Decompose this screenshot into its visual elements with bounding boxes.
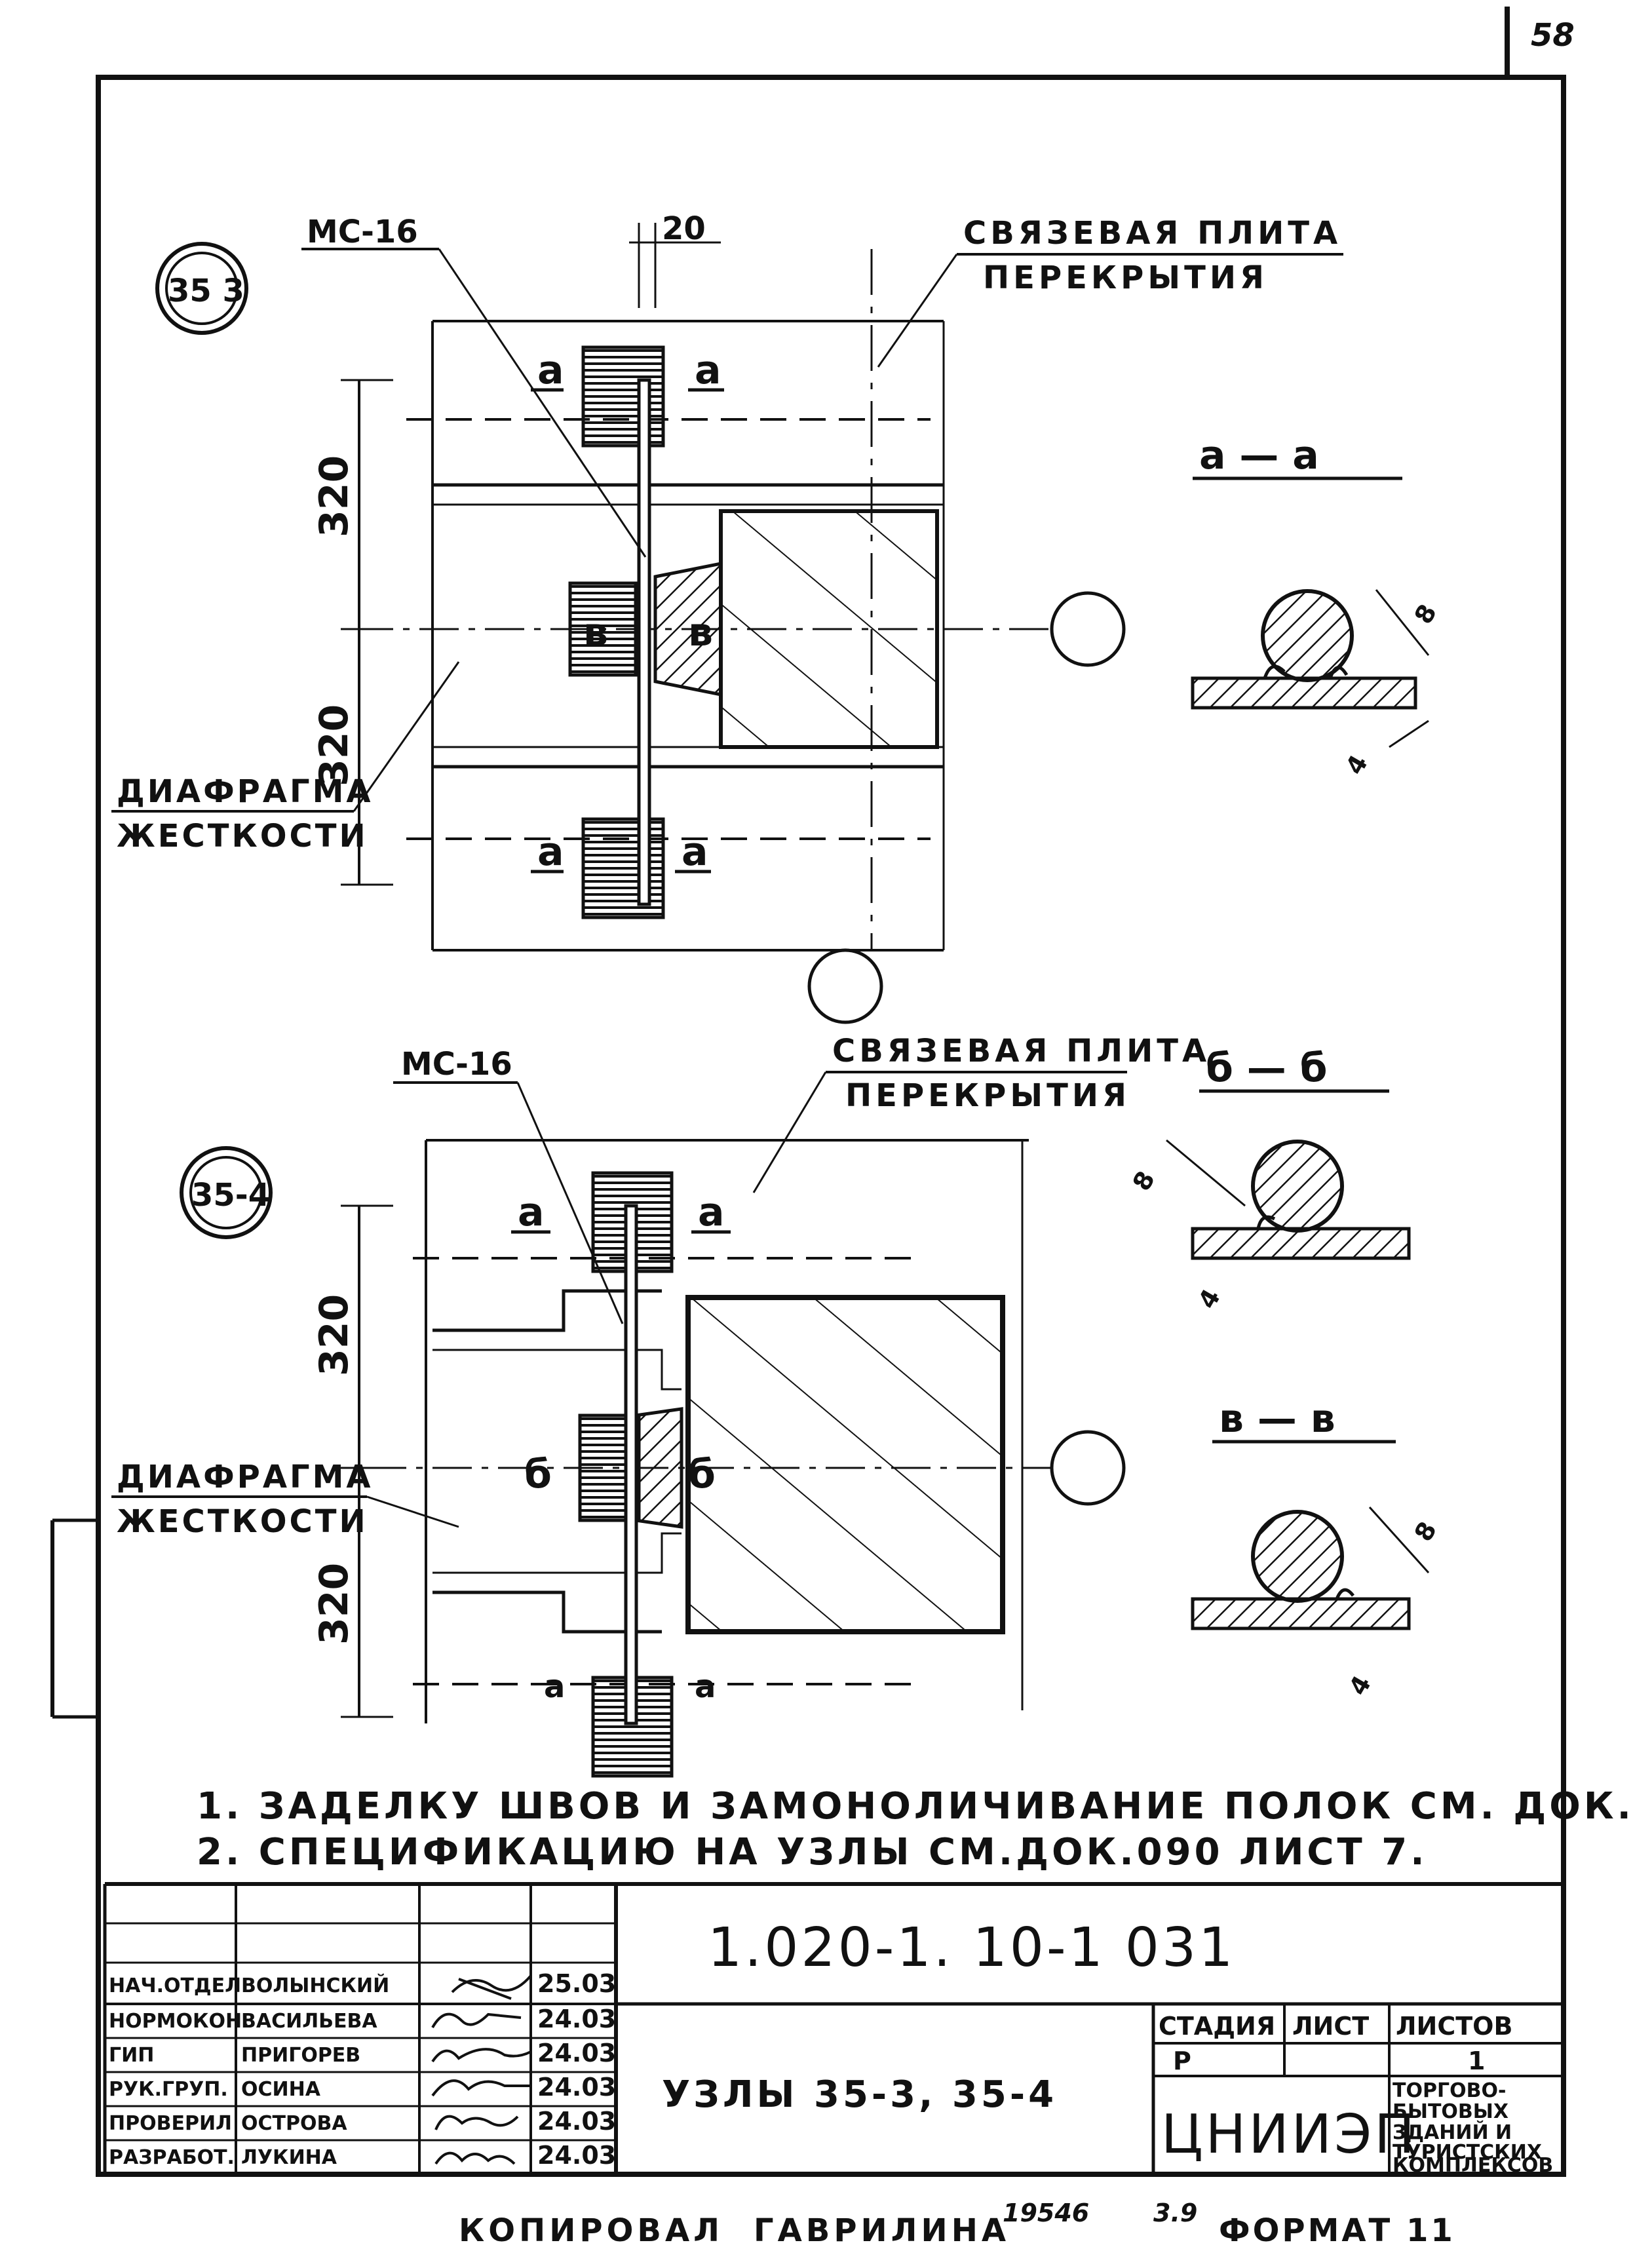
slab-label-bottom-1: СВЯЗЕВАЯ ПЛИТА [832, 1033, 1210, 1069]
sheet-title: УЗЛЫ 35-3, 35-4 [662, 2073, 1057, 2116]
dim-320-a: 320 [311, 455, 357, 537]
sheet-frame: 58 [50, 7, 1575, 2177]
cut-v-1: в [583, 609, 608, 655]
footer-num2: 3.9 [1153, 2199, 1197, 2227]
footer: КОПИРОВАЛ ГАВРИЛИНА 19546 3.9 ФОРМАТ 11 [459, 2199, 1455, 2249]
stamp-date: 24.03 [537, 2005, 616, 2033]
note-2: 2. СПЕЦИФИКАЦИЮ НА УЗЛЫ СМ.ДОК.090 ЛИСТ … [197, 1831, 1427, 1874]
section-vv-title: в — в [1219, 1396, 1335, 1442]
note-1: 1. ЗАДЕЛКУ ШВОВ И ЗАМОНОЛИЧИВАНИЕ ПОЛОК … [197, 1785, 1633, 1828]
stamp-name: ОСИНА [241, 2078, 321, 2101]
signature [431, 2012, 522, 2029]
plate-t-aa: 4 [1340, 750, 1374, 780]
slab-label-top-1: СВЯЗЕВАЯ ПЛИТА [963, 215, 1341, 252]
org-subtitle-3: ЗДАНИЙ И [1393, 2121, 1512, 2144]
cut-a-1: а [537, 347, 564, 393]
stamp-row: ГИП ПРИГОРЕВ 24.03 [109, 2039, 616, 2067]
stamp-date: 25.03 [537, 1969, 616, 1998]
section-a-a: а — а 8 4 [1191, 432, 1442, 780]
stamp-row: РАЗРАБОТ. ЛУКИНА 24.03 [109, 2141, 616, 2170]
dim-320-b: 320 [311, 704, 357, 786]
weld-leg-vv: 8 [1409, 1517, 1442, 1547]
stamp-name: ОСТРОВА [241, 2112, 347, 2135]
stamp-row: РУК.ГРУП. ОСИНА 24.03 [109, 2073, 616, 2102]
stamp-role: НАЧ.ОТДЕЛ [109, 1974, 241, 1997]
cut-a-3: а [537, 829, 564, 875]
org-subtitle-4: ТУРИСТСКИХ [1393, 2141, 1542, 2164]
slab-label-bottom-2: ПЕРЕКРЫТИЯ [845, 1077, 1130, 1114]
organization: ЦНИИЭП [1161, 2104, 1417, 2166]
stamp-role: ПРОВЕРИЛ [109, 2112, 232, 2135]
stamp-row: НАЧ.ОТДЕЛ ВОЛЫНСКИЙ 25.03 [109, 1969, 616, 2000]
signature [431, 2048, 531, 2063]
stamp-date: 24.03 [537, 2107, 616, 2136]
diaphragm-bottom-1: ДИАФРАГМА [117, 1459, 374, 1495]
diaphragm-top-2: ЖЕСТКОСТИ [117, 818, 368, 855]
cut-a-4: а [682, 829, 708, 875]
stamp-name: ЛУКИНА [241, 2146, 337, 2169]
signature [434, 2115, 519, 2130]
stamp-row: НОРМОКОН. ВАСИЛЬЕВА 24.03 [109, 2005, 616, 2033]
stage-value: Р [1173, 2047, 1191, 2075]
node-35-4: 35-4 МС-16 СВЯЗЕВАЯ ПЛИТА ПЕРЕКРЫТИЯ а а… [111, 1033, 1210, 1778]
diaphragm-bottom-2: ЖЕСТКОСТИ [117, 1503, 368, 1540]
stamp-name: ВАСИЛЬЕВА [241, 2010, 377, 2033]
stamp-date: 24.03 [537, 2141, 616, 2170]
stage-header: СТАДИЯ [1159, 2012, 1275, 2041]
sheet-header: ЛИСТ [1292, 2012, 1369, 2041]
cut-b-1: б [524, 1451, 552, 1497]
plate-t-vv: 4 [1343, 1671, 1377, 1701]
stamp-row: ПРОВЕРИЛ ОСТРОВА 24.03 [109, 2107, 616, 2136]
cut-a-b3: а [544, 1668, 565, 1705]
org-subtitle-1: ТОРГОВО- [1393, 2079, 1506, 2102]
org-subtitle-5: КОМПЛЕКСОВ [1393, 2154, 1553, 2177]
stamp-role: РУК.ГРУП. [109, 2078, 228, 2101]
sheets-header: ЛИСТОВ [1396, 2012, 1512, 2041]
title-block: НАЧ.ОТДЕЛ ВОЛЫНСКИЙ 25.03 НОРМОКОН. ВАСИ… [103, 1882, 1564, 2177]
stamp-date: 24.03 [537, 2039, 616, 2067]
stamp-date: 24.03 [537, 2073, 616, 2102]
footer-num: 19546 [1003, 2199, 1089, 2227]
node-35-3: 35 3 20 МС-16 [111, 210, 1343, 1024]
slab-label-top-2: ПЕРЕКРЫТИЯ [983, 259, 1268, 296]
cut-a-b4: а [695, 1668, 716, 1705]
section-v-v: в — в 8 4 [1191, 1396, 1442, 1701]
stamp-name: ПРИГОРЕВ [241, 2044, 360, 2067]
stamp-role: ГИП [109, 2044, 154, 2067]
stamp-role: РАЗРАБОТ. [109, 2146, 235, 2169]
footer-format: ФОРМАТ 11 [1219, 2212, 1455, 2249]
section-bb-title: б — б [1206, 1045, 1328, 1091]
weld-leg-bb: 8 [1127, 1166, 1161, 1196]
doc-code: 1.020-1. 10-1 031 [708, 1917, 1235, 1979]
signature [431, 2079, 531, 2097]
dim-320-d: 320 [311, 1563, 357, 1645]
dim-20: 20 [662, 210, 706, 247]
stamp-role: НОРМОКОН. [109, 2010, 249, 2033]
cut-v-2: в [688, 609, 713, 655]
cut-a-b1: а [518, 1189, 545, 1235]
cut-a-b2: а [698, 1189, 725, 1235]
mc-label-top: МС-16 [307, 214, 418, 250]
footer-copy: КОПИРОВАЛ [459, 2212, 723, 2249]
section-b-b: б — б 8 4 [1127, 1045, 1411, 1314]
notes: 1. ЗАДЕЛКУ ШВОВ И ЗАМОНОЛИЧИВАНИЕ ПОЛОК … [197, 1785, 1633, 1874]
node-35-4-id: 35-4 [191, 1177, 270, 1214]
stamp-name: ВОЛЫНСКИЙ [241, 1974, 389, 1997]
weld-leg-aa: 8 [1409, 600, 1442, 629]
cut-a-2: а [695, 347, 721, 393]
footer-name: ГАВРИЛИНА [754, 2212, 1010, 2249]
mc-label-bottom: МС-16 [401, 1046, 512, 1083]
diaphragm-top-1: ДИАФРАГМА [117, 773, 374, 810]
org-subtitle-2: БЫТОВЫХ [1393, 2100, 1508, 2123]
cut-b-2: б [688, 1451, 716, 1497]
plate-t-bb: 4 [1193, 1284, 1226, 1314]
page-number: 58 [1531, 17, 1575, 54]
dim-320-c: 320 [311, 1294, 357, 1376]
node-35-3-id: 35 3 [168, 273, 244, 309]
section-aa-title: а — а [1199, 432, 1319, 478]
signature [434, 2151, 516, 2165]
sheets-value: 1 [1468, 2047, 1485, 2075]
signature [451, 1974, 532, 2000]
